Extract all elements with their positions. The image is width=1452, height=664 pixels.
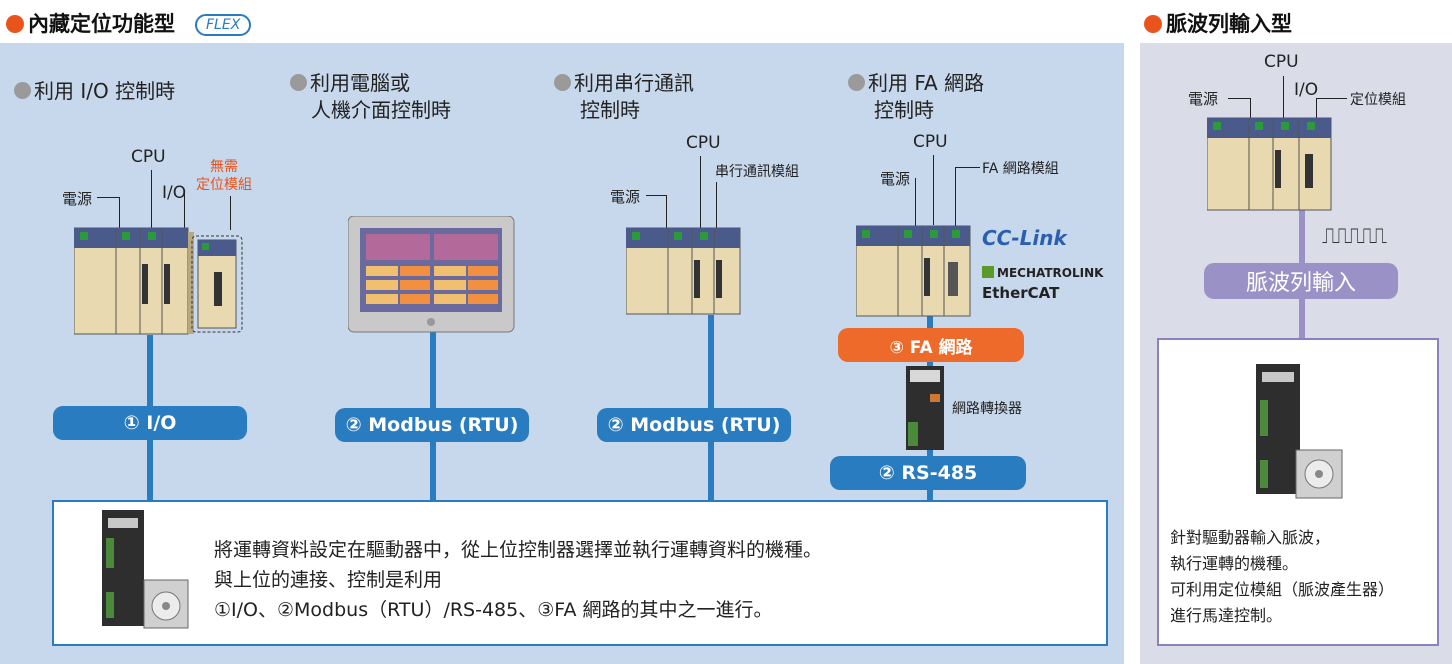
io-label: I/O [1294,80,1319,100]
rs485-pill: ② RS-485 [830,456,1026,490]
section-serial-title: 利用串行通訊 控制時 [554,70,694,124]
gray-bullet-icon [554,74,571,91]
power-wire [1228,98,1251,119]
power-label: 電源 [610,188,641,206]
gray-bullet-icon [290,74,307,91]
mechatrolink-mark-icon [982,266,994,278]
right-header: 脈波列輸入型 [1144,8,1292,38]
fa-module-label: FA 網路模組 [982,161,1059,177]
cpu-label: CPU [131,147,166,167]
description-text: 將運轉資料設定在驅動器中，從上位控制器選擇並執行運轉資料的機種。 與上位的連接、… [214,539,823,621]
positioning-wire [1316,98,1347,119]
plc-unit-fa [856,225,971,317]
pulse-input-pill: 脈波列輸入 [1204,263,1398,299]
fa-network-pill: ③ FA 網路 [838,328,1024,362]
cpu-wire [700,156,701,228]
orange-bullet-icon [1144,15,1162,33]
io-pill: ① I/O [53,406,247,440]
power-label: 電源 [880,170,911,188]
no-module-note: 無需 定位模組 [196,159,252,193]
description-box [52,500,1108,646]
converter-label: 網路轉換器 [952,401,1022,417]
cpu-wire [933,155,934,225]
orange-bullet-icon [6,15,24,33]
power-label: 電源 [1188,90,1219,108]
driver-motor-image [102,510,189,629]
left-header-title: 內藏定位功能型 [28,12,175,36]
io-label: I/O [162,183,187,203]
pulse-description-text: 針對驅動器輸入脈波， 執行運轉的機種。 可利用定位模組（脈波產生器） 進行馬達控… [1170,528,1395,625]
modbus-pill-pc: ② Modbus (RTU) [335,408,529,442]
section-io-title: 利用 I/O 控制時 [14,78,175,105]
pulse-driver-motor-image [1256,364,1343,499]
cpu-wire [1283,76,1284,118]
plc-unit-serial [626,227,741,315]
power-wire [915,178,916,226]
plc-unit-io [74,227,243,335]
section-pc-title: 利用電腦或 人機介面控制時 [290,70,451,124]
io-wire [184,192,185,228]
left-header: 內藏定位功能型 FLEX [6,8,252,38]
power-wire [97,197,120,228]
mechatrolink-logo: MECHATROLINK [982,262,1103,281]
hmi-touch-panel [348,216,515,333]
positioning-module-label: 定位模組 [1350,92,1406,108]
fa-module-wire [955,167,980,226]
cpu-label: CPU [1264,52,1299,72]
plc-unit-pulse [1207,117,1332,211]
serial-connection-line [708,315,714,500]
cpu-label: CPU [913,132,948,152]
gray-bullet-icon [14,82,31,99]
pulse-signal-icon: ⎍⎍⎍⎍⎍ [1322,224,1387,249]
power-wire [646,195,667,230]
no-module-wire [230,196,231,230]
flex-badge: FLEX [195,14,252,36]
section-fa-title: 利用 FA 網路 控制時 [848,70,984,124]
right-header-title: 脈波列輸入型 [1166,12,1292,36]
power-label: 電源 [62,190,93,208]
ethercat-logo: EtherCAT [982,284,1060,302]
cpu-label: CPU [686,133,721,153]
serial-module-label: 串行通訊模組 [715,164,799,180]
serial-module-wire [716,182,727,228]
gray-bullet-icon [848,74,865,91]
cc-link-logo: CC-Link [982,226,1067,250]
network-converter [906,366,944,450]
modbus-pill-serial: ② Modbus (RTU) [597,408,791,442]
cpu-wire [151,170,152,228]
